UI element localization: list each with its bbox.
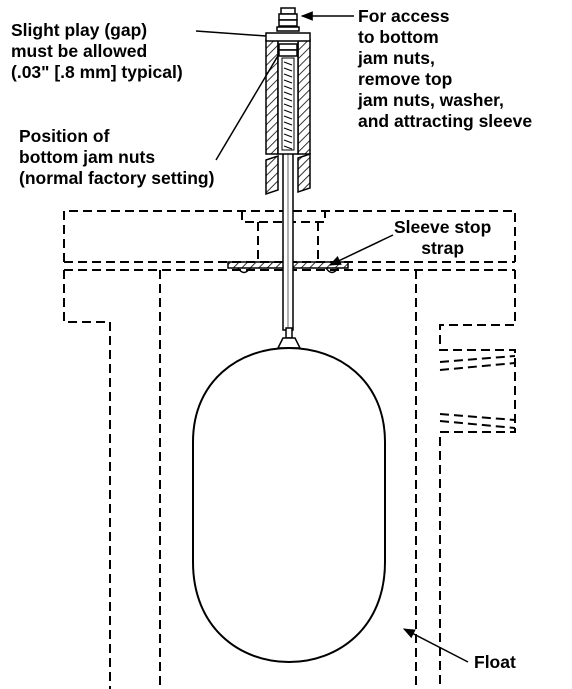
thread-mark bbox=[283, 67, 293, 72]
housing-left-wall bbox=[63, 270, 111, 689]
float-leader bbox=[402, 628, 469, 663]
access-label-line-4: remove top bbox=[358, 69, 453, 89]
gap-label-line-3: (.03" [.8 mm] typical) bbox=[11, 62, 183, 82]
thread-mark bbox=[283, 97, 293, 102]
gap-label-line-1: Slight play (gap) bbox=[11, 20, 148, 40]
thread-mark bbox=[283, 109, 293, 114]
leader-lines bbox=[195, 11, 469, 663]
housing-right-outer-wall bbox=[439, 270, 516, 689]
sleeve-stop-label-line-1: Sleeve stop bbox=[394, 217, 492, 237]
thread-mark bbox=[283, 73, 293, 78]
position-leader bbox=[215, 53, 280, 161]
gap-label-line-2: must be allowed bbox=[11, 41, 148, 61]
sleeve-stop-leader bbox=[328, 234, 394, 266]
thread-mark bbox=[283, 85, 293, 90]
float-label: Float bbox=[474, 652, 516, 673]
access-label-line-3: jam nuts, bbox=[358, 48, 435, 68]
float bbox=[192, 327, 386, 664]
access-label-line-6: and attracting sleeve bbox=[358, 111, 533, 131]
thread-mark bbox=[283, 79, 293, 84]
position-label-line-3: (normal factory setting) bbox=[19, 168, 215, 188]
threaded-stem bbox=[281, 57, 295, 151]
access-label-line-1: For access bbox=[358, 6, 450, 26]
thread-marks bbox=[283, 61, 293, 150]
float-label-text: Float bbox=[474, 652, 516, 672]
access-label: For access to bottom jam nuts, remove to… bbox=[358, 6, 532, 132]
access-label-line-5: jam nuts, washer, bbox=[358, 90, 504, 110]
bottom-jam-nuts bbox=[278, 43, 298, 57]
lower-sleeve bbox=[265, 152, 311, 196]
sleeve-socket bbox=[241, 211, 326, 223]
thread-mark bbox=[283, 139, 293, 144]
thread-mark bbox=[283, 115, 293, 120]
sleeve-stop-label: Sleeve stop strap bbox=[394, 217, 491, 259]
sleeve-stop-label-line-2: strap bbox=[421, 238, 465, 258]
thread-mark bbox=[283, 121, 293, 126]
thread-mark bbox=[283, 91, 293, 96]
thread-mark bbox=[283, 133, 293, 138]
position-label-line-2: bottom jam nuts bbox=[19, 147, 156, 167]
thread-mark bbox=[283, 103, 293, 108]
thread-mark bbox=[283, 145, 293, 150]
thread-mark bbox=[283, 61, 293, 66]
position-label-line-1: Position of bbox=[19, 126, 110, 146]
side-port bbox=[439, 355, 516, 429]
gap-leader bbox=[195, 30, 267, 37]
stem-rod bbox=[282, 149, 294, 331]
gap-label: Slight play (gap) must be allowed (.03" … bbox=[11, 20, 183, 83]
position-label: Position of bottom jam nuts (normal fact… bbox=[19, 126, 214, 189]
top-jam-nuts bbox=[265, 7, 311, 42]
access-label-line-2: to bottom bbox=[358, 27, 439, 47]
thread-mark bbox=[283, 127, 293, 132]
